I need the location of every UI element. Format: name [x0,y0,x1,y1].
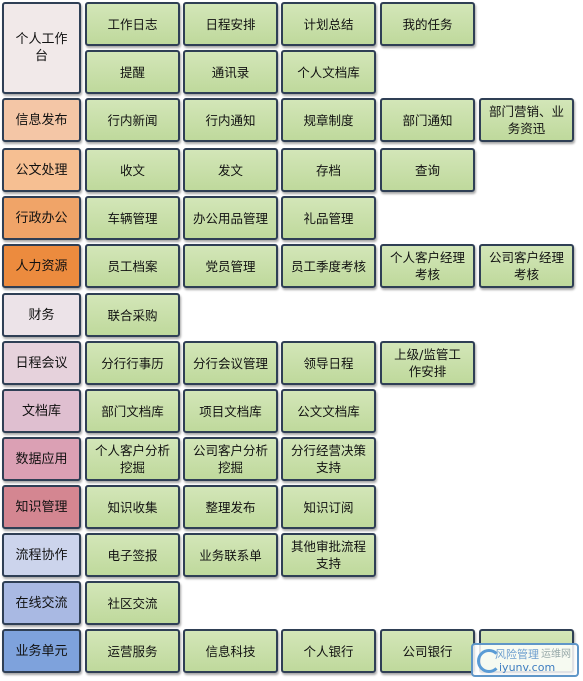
module-box[interactable]: 发文 [183,148,278,192]
watermark-text-1: 风险管理 [495,648,539,661]
module-box[interactable]: 礼品管理 [281,196,376,240]
module-box[interactable]: 分行会议管理 [183,341,278,385]
module-box[interactable]: 个人客户经理 考核 [380,244,475,288]
module-box[interactable]: 部门通知 [380,98,475,142]
category-box[interactable]: 日程会议 [2,341,81,385]
module-box[interactable]: 员工档案 [85,244,180,288]
module-box[interactable]: 个人客户分析 挖掘 [85,437,180,481]
watermark-text-3: iyunv.com [499,661,556,674]
module-box[interactable]: 信息科技 [183,629,278,673]
module-box[interactable]: 部门营销、业 务资迅 [479,98,574,142]
watermark-logo-icon [477,649,501,673]
category-box[interactable]: 数据应用 [2,437,81,481]
category-box[interactable]: 行政办公 [2,196,81,240]
category-box[interactable]: 流程协作 [2,533,81,577]
module-box[interactable]: 整理发布 [183,485,278,529]
module-box[interactable]: 电子签报 [85,533,180,577]
module-box[interactable]: 分行行事历 [85,341,180,385]
module-box[interactable]: 收文 [85,148,180,192]
module-box[interactable]: 日程安排 [183,2,278,46]
module-box[interactable]: 计划总结 [281,2,376,46]
category-box[interactable]: 信息发布 [2,98,81,142]
module-box[interactable]: 项目文档库 [183,389,278,433]
module-box[interactable]: 员工季度考核 [281,244,376,288]
module-box[interactable]: 联合采购 [85,293,180,337]
module-box[interactable]: 办公用品管理 [183,196,278,240]
module-box[interactable]: 规章制度 [281,98,376,142]
module-box[interactable]: 公司客户分析 挖掘 [183,437,278,481]
module-box[interactable]: 领导日程 [281,341,376,385]
module-box[interactable]: 行内通知 [183,98,278,142]
module-box[interactable]: 知识订阅 [281,485,376,529]
module-box[interactable]: 其他审批流程 支持 [281,533,376,577]
module-box[interactable]: 行内新闻 [85,98,180,142]
module-box[interactable]: 上级/监管工 作安排 [380,341,475,385]
module-box[interactable]: 业务联系单 [183,533,278,577]
module-box[interactable]: 我的任务 [380,2,475,46]
module-box[interactable]: 分行经营决策 支持 [281,437,376,481]
module-box[interactable]: 运营服务 [85,629,180,673]
category-box[interactable]: 公文处理 [2,148,81,192]
module-box[interactable]: 工作日志 [85,2,180,46]
module-box[interactable]: 个人文档库 [281,50,376,94]
module-box[interactable]: 通讯录 [183,50,278,94]
category-box[interactable]: 财务 [2,293,81,337]
category-box[interactable]: 业务单元 [2,629,81,673]
category-box[interactable]: 人力资源 [2,244,81,288]
category-box[interactable]: 文档库 [2,389,81,433]
category-box[interactable]: 个人工作 台 [2,2,81,94]
module-box[interactable]: 车辆管理 [85,196,180,240]
watermark-text-2: 运维网 [541,649,571,660]
module-box[interactable]: 存档 [281,148,376,192]
category-box[interactable]: 知识管理 [2,485,81,529]
watermark: 风险管理 运维网 iyunv.com [471,643,579,677]
module-box[interactable]: 个人银行 [281,629,376,673]
category-box[interactable]: 在线交流 [2,581,81,625]
module-box[interactable]: 公司银行 [380,629,475,673]
module-box[interactable]: 社区交流 [85,581,180,625]
module-box[interactable]: 公文文档库 [281,389,376,433]
module-box[interactable]: 部门文档库 [85,389,180,433]
module-box[interactable]: 查询 [380,148,475,192]
module-box[interactable]: 公司客户经理 考核 [479,244,574,288]
module-box[interactable]: 党员管理 [183,244,278,288]
module-box[interactable]: 知识收集 [85,485,180,529]
module-box[interactable]: 提醒 [85,50,180,94]
